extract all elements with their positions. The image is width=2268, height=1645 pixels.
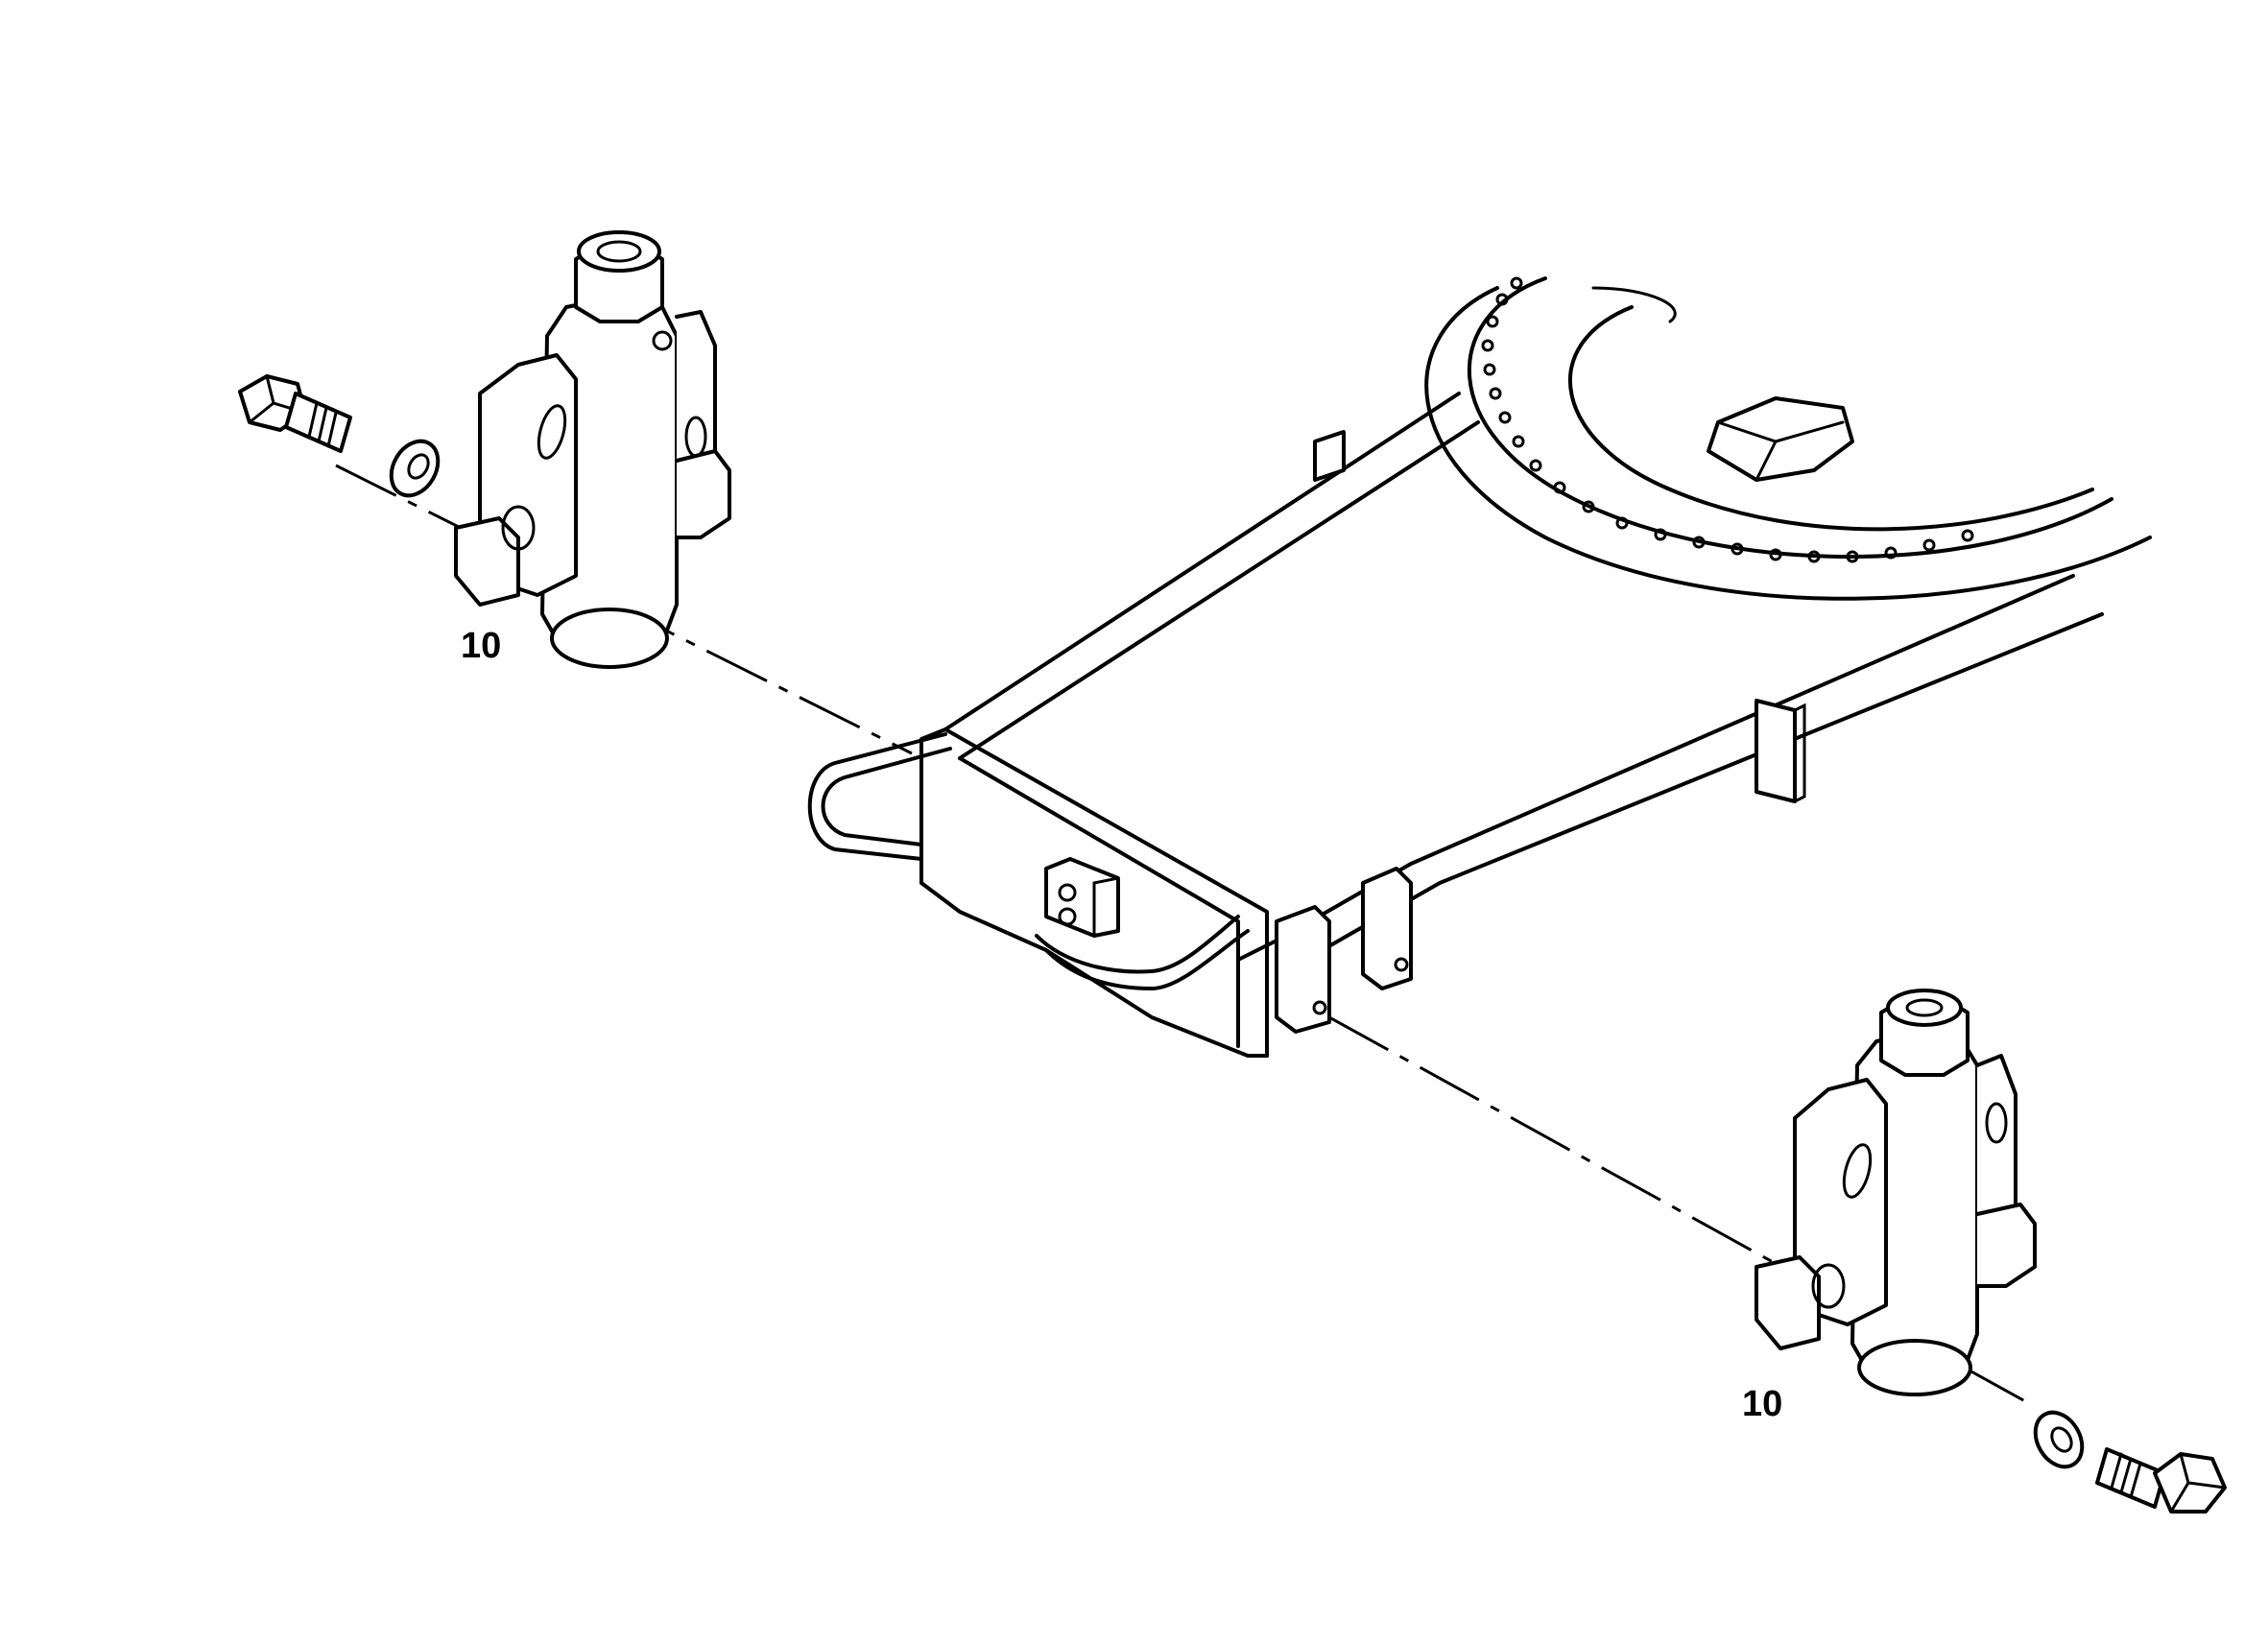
ring-bolt-holes [1481, 276, 1974, 563]
pillow-block-mount-icon [1755, 989, 2037, 1396]
washer-icon [389, 439, 441, 498]
undercarriage-frame-icon [807, 276, 2152, 1058]
right-mount-assembly: 10 [1742, 989, 2227, 1514]
hex-head-bolt-icon [2095, 1447, 2227, 1514]
left-mount-assembly: 10 [238, 230, 731, 669]
hex-head-bolt-icon [238, 374, 352, 453]
pillow-block-mount-icon [454, 230, 731, 669]
callout-label-right: 10 [1742, 1384, 1782, 1424]
callout-label-left: 10 [461, 626, 501, 666]
washer-icon [2033, 1410, 2085, 1469]
slew-ring [1424, 276, 2152, 601]
